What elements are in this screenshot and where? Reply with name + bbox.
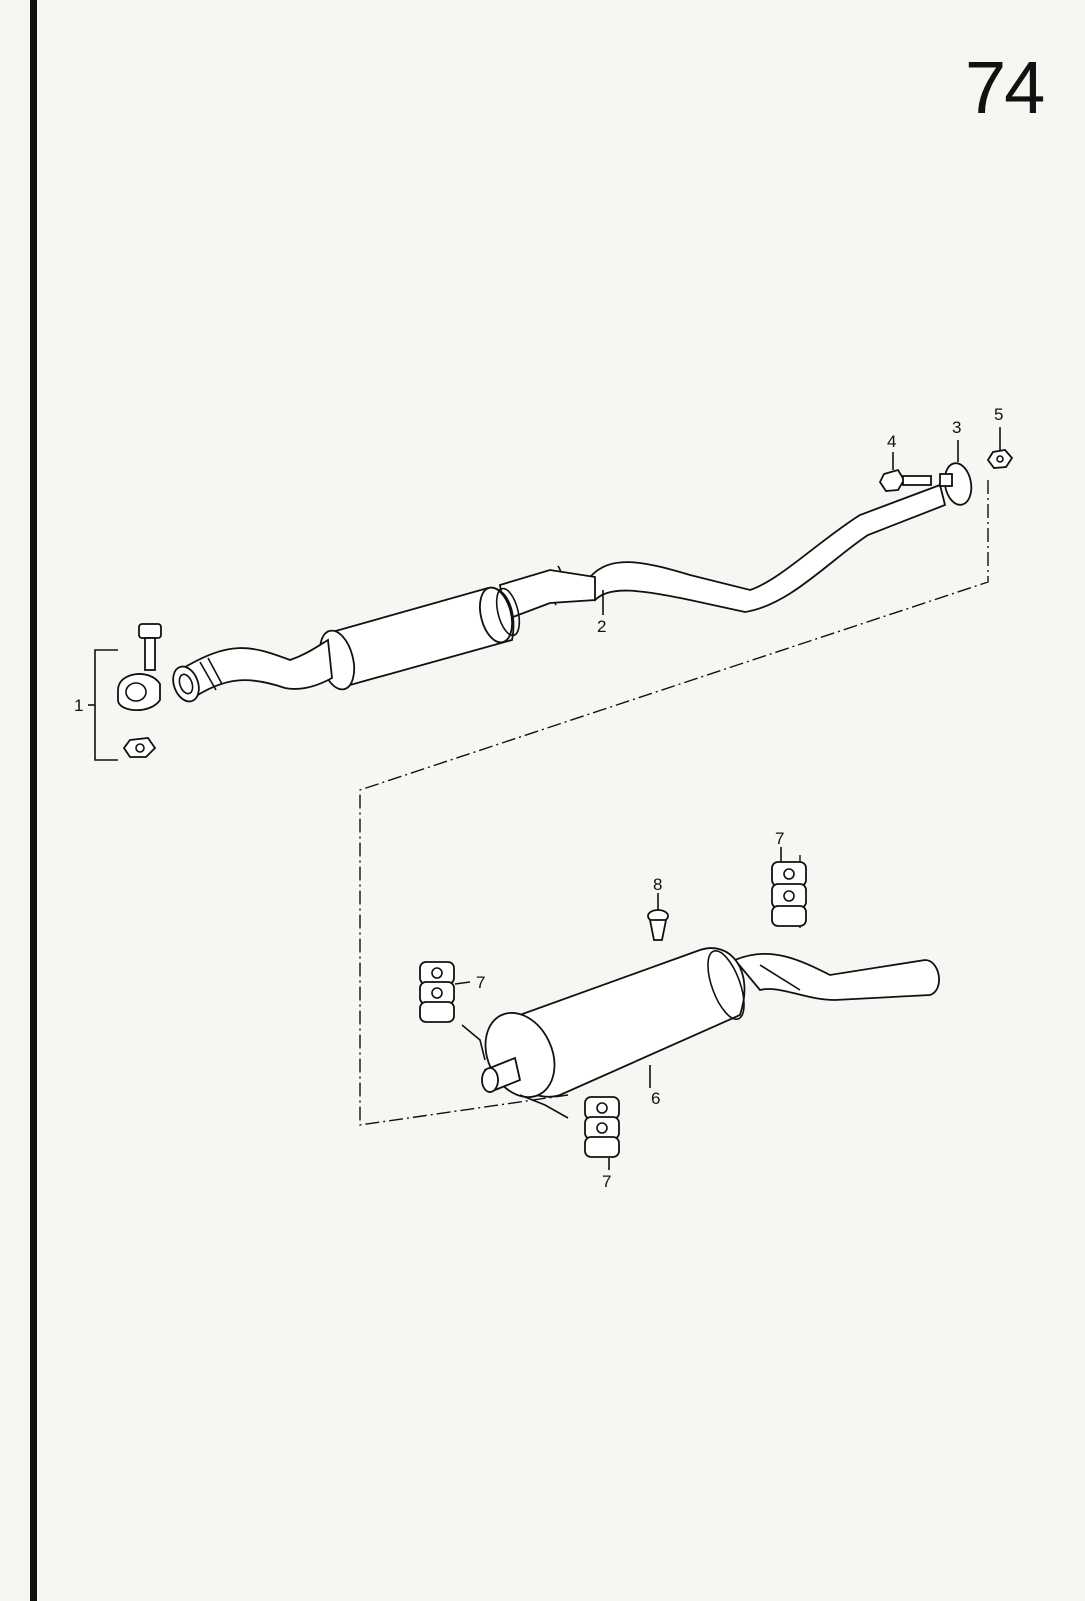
rubber-mounting-upper-hole-2 xyxy=(783,890,795,902)
pipe-slot-1 xyxy=(199,661,217,691)
nut-drawing xyxy=(986,427,1014,469)
callout-part-5: 5 xyxy=(994,405,1003,424)
rubber-mounting-left-hole-1 xyxy=(431,967,443,979)
pipe-clamp-drawing xyxy=(939,440,973,506)
callout-part-2: 2 xyxy=(597,617,606,636)
rubber-mounting-upper-top xyxy=(771,861,807,887)
rubber-mounting-left-bottom xyxy=(419,1001,455,1023)
pipe-front-section xyxy=(178,638,333,702)
rubber-mounting-lower-bottom xyxy=(584,1136,620,1158)
clamp-assembly-bracket xyxy=(94,649,118,761)
alignment-line-main xyxy=(359,480,989,1126)
rear-silencer-drawing xyxy=(461,947,940,1119)
rear-silencer-tailpipe xyxy=(733,952,940,1001)
pipe-mid-section xyxy=(498,569,596,622)
clamp-assembly-drawing xyxy=(88,623,162,761)
callout-part-6: 6 xyxy=(651,1089,660,1108)
rubber-mounting-upper-bottom xyxy=(771,905,807,927)
rubber-mounting-lower-hole-2 xyxy=(596,1122,608,1134)
rubber-mounting-upper xyxy=(771,847,807,927)
clamp-body xyxy=(117,673,161,712)
clamp-nut xyxy=(122,737,157,758)
retaining-clip-drawing xyxy=(647,893,669,941)
bolt-drawing xyxy=(878,452,932,492)
rear-silencer-inlet-opening xyxy=(481,1067,499,1093)
clamp-body-opening xyxy=(125,682,147,702)
nut-hole xyxy=(996,455,1004,463)
pipe-front-inner xyxy=(178,673,194,695)
rubber-mounting-left-top xyxy=(419,961,455,985)
callout-part-3: 3 xyxy=(952,418,961,437)
nut-body xyxy=(986,449,1014,469)
silencer-rear-ring xyxy=(495,587,521,637)
binding-edge xyxy=(30,0,37,1601)
rubber-mounting-lower-top xyxy=(584,1096,620,1120)
rear-silencer-hanger-lower xyxy=(519,1094,569,1119)
rubber-mounting-left xyxy=(419,961,471,1023)
retaining-clip-body xyxy=(648,919,668,941)
rubber-mounting-lower-hole-1 xyxy=(596,1102,608,1114)
rear-silencer-hanger-front xyxy=(461,1024,486,1061)
clamp-bolt-shank xyxy=(144,637,156,671)
callout-part-4: 4 xyxy=(887,432,896,451)
callout-part-8: 8 xyxy=(653,875,662,894)
callout-part-7-lower: 7 xyxy=(602,1172,611,1191)
rear-silencer-rear-end xyxy=(707,950,745,1020)
rubber-mounting-lower xyxy=(584,1096,620,1170)
callout-part-7-left: 7 xyxy=(476,973,485,992)
pipe-front-opening xyxy=(172,665,200,703)
rubber-mounting-upper-middle xyxy=(771,883,807,909)
rubber-mounting-left-leader xyxy=(454,981,471,985)
callout-part-1: 1 xyxy=(74,696,83,715)
pipe-slot-2 xyxy=(207,657,223,685)
pipe-clamp-lug xyxy=(939,473,953,487)
callout-part-7-upper: 7 xyxy=(775,829,784,848)
bolt-shank xyxy=(902,475,932,486)
rubber-mounting-lower-middle xyxy=(584,1116,620,1140)
clamp-bolt-head xyxy=(138,623,162,639)
rear-silencer-hanger-rod xyxy=(759,964,801,991)
page-number: 74 xyxy=(965,46,1045,129)
rubber-mounting-left-middle xyxy=(419,981,455,1005)
rubber-mounting-upper-hole-1 xyxy=(783,868,795,880)
rubber-mounting-left-hole-2 xyxy=(431,987,443,999)
clamp-nut-hole xyxy=(135,743,145,753)
bolt-head xyxy=(878,468,906,492)
pipe-rear-section xyxy=(589,483,947,613)
front-exhaust-pipe-drawing xyxy=(172,483,947,703)
